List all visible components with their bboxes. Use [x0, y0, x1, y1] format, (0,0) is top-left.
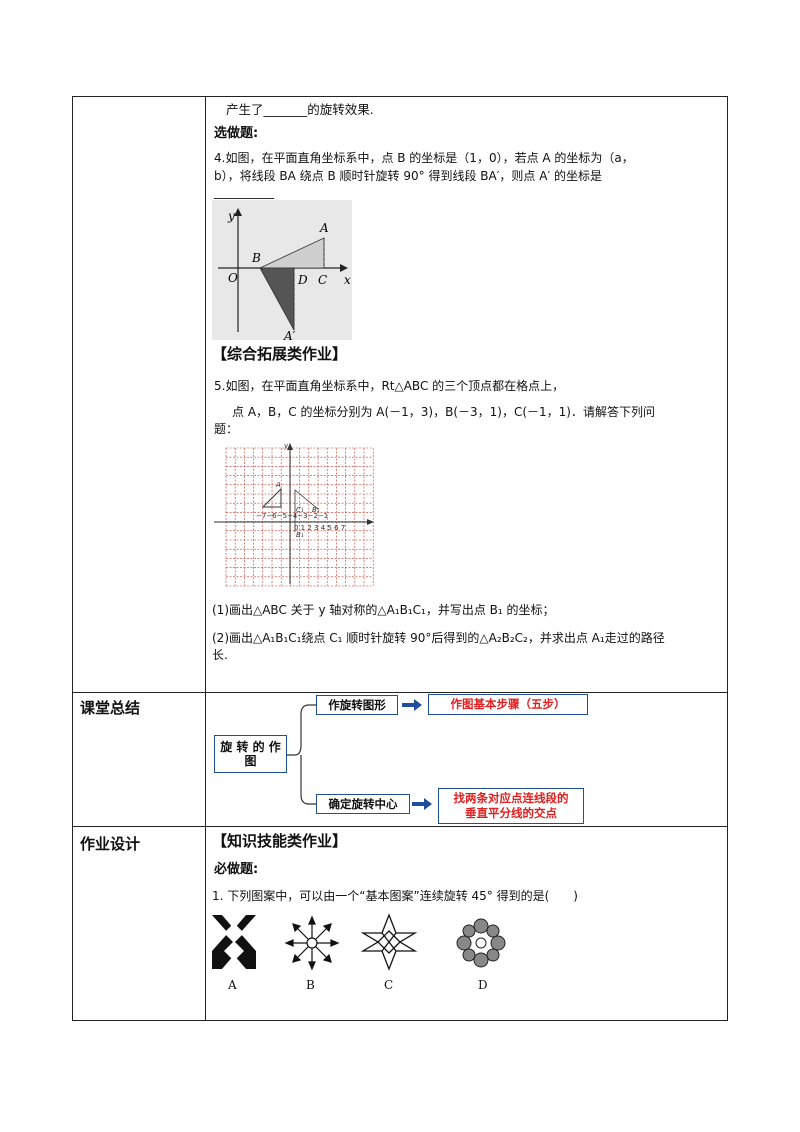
q4-label-c: C — [318, 273, 327, 287]
optional-title: 选做题: — [214, 126, 259, 141]
section-title-extension: 【综合拓展类作业】 — [212, 345, 348, 363]
row-divider-1 — [72, 692, 728, 693]
mindmap-node-rotate-figure: 作旋转图形 — [316, 695, 398, 715]
q4-label-x: x — [344, 273, 351, 287]
section-title-knowledge: 【知识技能类作业】 — [212, 832, 348, 850]
q4-label-b: B — [251, 251, 261, 265]
q4-line-1: 4.如图，在平面直角坐标系中，点 B 的坐标是（1，0），若点 A 的坐标为（a… — [214, 151, 634, 165]
mindmap-root: 旋 转 的 作 图 — [214, 735, 287, 773]
q5-triangle-abc — [261, 487, 282, 508]
option-d-label: D — [478, 978, 488, 992]
q5-label-b1: B₁ — [312, 506, 320, 514]
option-c-pattern — [360, 913, 418, 971]
q5-triangle-a1-edge — [294, 489, 319, 510]
q5-grid-figure: −7−6−5−4−3−2−1 0 1 2 3 4 5 6 7 y A C₁ B₁… — [214, 442, 374, 587]
mindmap-brace — [287, 704, 317, 805]
q5-label-a: A — [275, 481, 281, 489]
mindmap-node-find-center: 确定旋转中心 — [316, 794, 410, 814]
q4-label-y: y — [227, 209, 235, 223]
option-d-pattern — [456, 918, 506, 968]
mindmap-detail-center-line1: 找两条对应点连线段的 — [453, 791, 569, 805]
mindmap-root-label: 旋 转 的 作 图 — [220, 740, 281, 768]
text-line-top: 产生了_______的旋转效果. — [226, 102, 374, 117]
q4-label-a: A — [319, 221, 329, 235]
mindmap-detail-center: 找两条对应点连线段的 垂直平分线的交点 — [438, 788, 584, 824]
q4-label-d: D — [297, 273, 308, 287]
q5-line-2: 点 A，B，C 的坐标分别为 A(－1，3)，B(－3，1)，C(－1，1)．请… — [232, 405, 655, 419]
q5-y-label: y — [283, 442, 289, 450]
q5-y-axis-arrow — [287, 443, 293, 450]
q5-x-axis-arrow — [367, 519, 374, 525]
q5-line-1: 5.如图，在平面直角坐标系中，Rt△ABC 的三个顶点都在格点上， — [214, 379, 565, 393]
q5-sub-question-2-line2: 长. — [212, 648, 228, 662]
mindmap-detail-steps: 作图基本步骤（五步） — [428, 694, 588, 715]
arrow-right-icon — [402, 699, 422, 711]
option-a-pattern — [212, 915, 256, 969]
q5-label-c1: C₁ — [296, 506, 304, 514]
q5-label-b: B₁ — [296, 531, 304, 539]
q5-tick-labels-right: 0 1 2 3 4 5 6 7 — [294, 524, 345, 532]
q4-y-axis-arrow — [234, 208, 242, 216]
q5-sub-question-2-line1: (2)画出△A₁B₁C₁绕点 C₁ 顺时针旋转 90°后得到的△A₂B₂C₂，并… — [212, 631, 665, 645]
lesson-table — [72, 96, 728, 1021]
mindmap-detail-steps-label: 作图基本步骤（五步） — [450, 697, 566, 711]
row-divider-2 — [72, 826, 728, 827]
q5-sub-question-1: (1)画出△ABC 关于 y 轴对称的△A₁B₁C₁，并写出点 B₁ 的坐标； — [212, 603, 555, 617]
arrow-right-icon-2 — [412, 798, 432, 810]
q5-line-3: 题： — [214, 422, 239, 436]
table-column-divider — [205, 96, 206, 1021]
mindmap-node-find-center-label: 确定旋转中心 — [328, 797, 398, 811]
row-label-summary: 课堂总结 — [80, 699, 141, 717]
q5-grid-lines — [225, 447, 374, 587]
mindmap-detail-center-line2: 垂直平分线的交点 — [465, 806, 557, 820]
q4-label-o: O — [228, 271, 238, 285]
q4-blank: __________ — [214, 185, 274, 199]
q5-tick-labels-left: −7−6−5−4−3−2−1 — [256, 512, 328, 520]
option-b-pattern — [284, 915, 340, 971]
q1-text: 1. 下列图案中，可以由一个“基本图案”连续旋转 45° 得到的是( ) — [212, 889, 578, 903]
row-label-homework: 作业设计 — [80, 835, 141, 853]
option-a-label: A — [228, 978, 237, 992]
option-b-label: B — [306, 978, 315, 992]
q4-line-2: b），将线段 BA 绕点 B 顺时针旋转 90° 得到线段 BA′，则点 A′ … — [214, 169, 602, 183]
q4-x-axis-arrow — [340, 264, 348, 272]
option-c-label: C — [384, 978, 394, 992]
mindmap-node-rotate-figure-label: 作旋转图形 — [328, 698, 386, 712]
q4-coordinate-figure: y x O B A C D A′ — [212, 200, 352, 340]
q4-label-a-prime: A′ — [283, 329, 296, 340]
required-title: 必做题: — [214, 862, 259, 877]
